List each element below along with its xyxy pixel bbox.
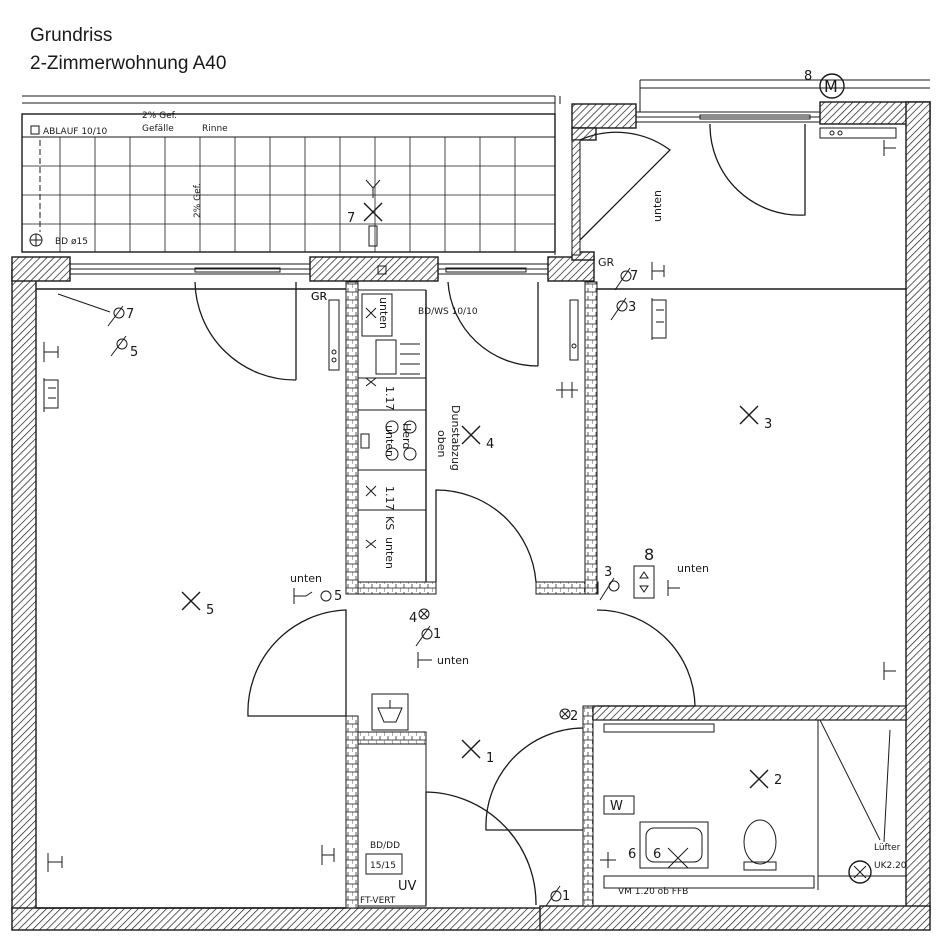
building-edge-lines <box>22 79 930 255</box>
meter-number: 8 <box>804 69 812 84</box>
bedroom-switch-b: 5 <box>130 345 138 360</box>
living-outlet-icon-b <box>667 580 680 596</box>
hallway-ft-vert: FT-VERT <box>360 896 396 906</box>
living-outlet-right-icon <box>883 662 896 680</box>
kitchen-ceiling-light-icon <box>461 425 481 445</box>
living-ceiling-light-icon <box>739 405 759 425</box>
hallway-switch-b: 1 <box>433 627 441 642</box>
bathroom-uk: UK2.20 <box>874 861 907 871</box>
kitchen-bd-ws: BD/WS 10/10 <box>418 307 478 317</box>
kitchen-height-a: 1.17 <box>383 386 396 411</box>
bedroom-switch-c: 5 <box>334 589 342 604</box>
living-below-b: unten <box>677 562 709 575</box>
hallway-below-label: unten <box>437 654 469 667</box>
hallway-ceiling-light-icon <box>461 739 481 759</box>
balcony-outlet-icon <box>365 179 381 198</box>
hallway-outlet-icon <box>417 652 432 668</box>
living-switch-b: 3 <box>628 300 636 315</box>
kitchen-gr-label: GR <box>311 290 328 303</box>
meter-label: M <box>824 77 838 96</box>
kitchen-outlet-icon-1 <box>365 307 377 319</box>
kitchen-hood-position: oben <box>435 430 448 457</box>
living-blind-number: 8 <box>644 545 654 564</box>
hallway-switch-a: 4 <box>409 611 417 626</box>
room-living: 3 GR unten 7 3 8 3 unten <box>598 127 897 680</box>
balcony-slope-side: 2% Gef. <box>193 183 203 218</box>
balcony-gutter-label: Rinne <box>202 124 228 134</box>
balcony-slope-top: 2% Gef. <box>142 111 177 121</box>
hallway-light-number: 1 <box>486 751 494 766</box>
kitchen-outlet-icon-4 <box>365 539 377 549</box>
hallway-bd-dd-size: 15/15 <box>370 861 396 871</box>
bedroom-outlet-right-icon <box>321 845 335 865</box>
bathroom-num-6a: 6 <box>628 847 636 862</box>
kitchen-window-outlet-icon <box>556 382 578 398</box>
kitchen-outlet-icon-2 <box>365 377 377 387</box>
balcony-ceiling-light-icon <box>363 202 383 222</box>
page-title: Grundriss 2-Zimmerwohnung A40 <box>30 22 226 78</box>
kitchen-height-b: 1.17 <box>383 486 396 511</box>
bedroom-outlet-block-icon <box>43 378 59 412</box>
kitchen-below-b: unten <box>383 425 396 457</box>
balcony-slope-label: Gefälle <box>142 124 174 134</box>
blind-control-icon <box>639 571 649 593</box>
bathroom-light-number: 2 <box>774 773 782 788</box>
bedroom-light-number: 5 <box>206 603 214 618</box>
windows <box>69 111 821 275</box>
bathroom-outlet-icon <box>600 852 616 868</box>
bedroom-gr-label: GR <box>311 290 328 303</box>
room-bathroom: 2 2 W 6 6 VM 1.20 ob FFB Lüfter UK2.20 <box>559 708 907 897</box>
bedroom-ceiling-light-icon <box>181 591 201 611</box>
balcony: ABLAUF 10/10 2% Gef. Gefälle Rinne 2% Ge… <box>21 111 556 253</box>
living-gr-label: GR <box>598 256 615 269</box>
kitchen-below-a: unten <box>377 297 390 329</box>
kitchen-herd: Herd <box>400 423 413 449</box>
bathroom-vm: VM 1.20 ob FFB <box>618 887 688 897</box>
living-outlet-icon-a <box>651 262 665 280</box>
living-light-number: 3 <box>764 417 772 432</box>
kitchen-light-number: 4 <box>486 437 494 452</box>
bedroom-door-switch-icon <box>293 588 313 604</box>
bathroom-switch: 2 <box>570 709 578 724</box>
kitchen-outlet-icon-3 <box>365 485 377 497</box>
bedroom-below-label: unten <box>290 572 322 585</box>
hallway-uv: UV <box>398 879 417 894</box>
bedroom-outlet-icon <box>43 342 59 362</box>
hatched-walls <box>11 101 931 931</box>
room-bedroom-left: 5 7 5 unten 5 GR <box>43 290 342 872</box>
bathroom-fan-label: Lüfter <box>874 843 901 853</box>
bathroom-num-6b: 6 <box>653 847 661 862</box>
bathroom-w: W <box>610 799 623 814</box>
interior-walls <box>36 281 907 909</box>
balcony-drain-label: ABLAUF 10/10 <box>43 127 108 137</box>
room-kitchen: unten 1.17 Herd unten 1.17 KS unten GR B… <box>311 265 579 582</box>
kitchen-hood: Dunstabzug <box>449 405 462 471</box>
bedroom-outlet-bottom-icon <box>47 853 63 872</box>
room-hallway: 1 4 1 unten BD/DD 15/15 UV FT-VERT 1 <box>357 608 570 907</box>
meter-symbol: M 8 <box>804 69 845 99</box>
intercom-icon <box>377 700 403 723</box>
living-switch-c: 3 <box>604 565 612 580</box>
kitchen-below-c: unten <box>383 537 396 569</box>
balcony-floor-drain: BD ø15 <box>55 237 88 247</box>
plan-title: Grundriss <box>30 25 113 46</box>
hallway-bd-dd: BD/DD <box>370 841 400 851</box>
living-outlet-top-right-icon <box>883 140 896 156</box>
living-outlet-block-icon <box>651 298 667 340</box>
balcony-light-number: 7 <box>347 211 355 226</box>
living-switch-a: 7 <box>630 269 638 284</box>
living-below-a: unten <box>651 190 664 222</box>
bedroom-switch-a: 7 <box>126 307 134 322</box>
bathroom-ceiling-light-icon <box>749 769 769 789</box>
balcony-tile-grid <box>22 137 555 252</box>
fan-icon <box>853 865 867 879</box>
plan-subtitle: 2-Zimmerwohnung A40 <box>30 53 227 74</box>
kitchen-ks: KS <box>383 516 396 530</box>
hallway-switch-c: 1 <box>562 889 570 904</box>
